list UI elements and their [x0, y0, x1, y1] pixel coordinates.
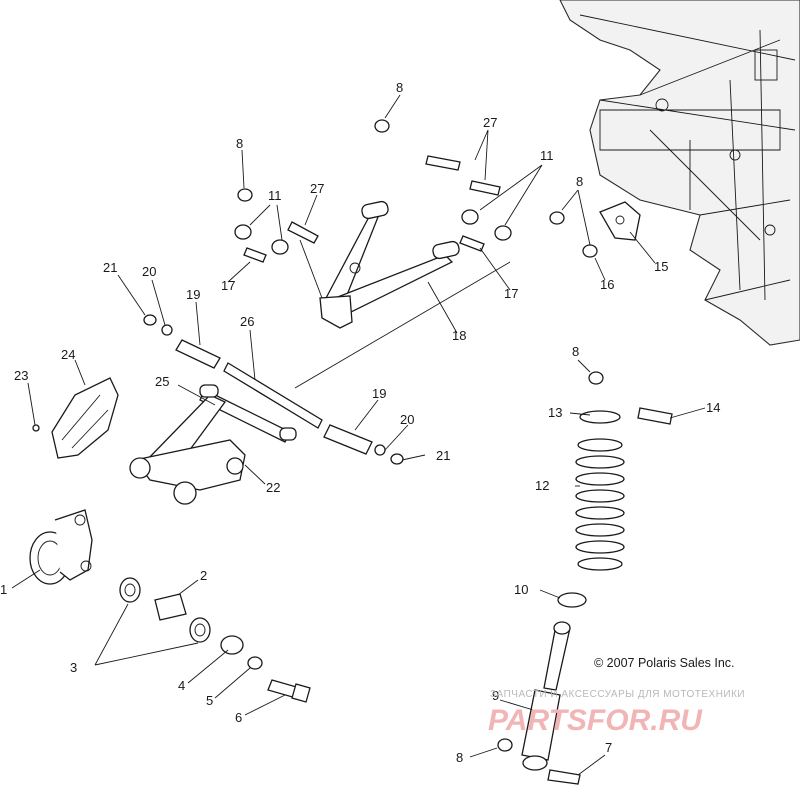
callout-labels: 1 2 3 4 5 6 7 8 8 8 8 8 9 10 11 11 12 13… [0, 80, 720, 765]
hardware [32, 119, 673, 785]
callout-10: 10 [514, 582, 528, 597]
callout-1: 1 [0, 582, 7, 597]
watermark-tagline: ЗАПЧАСТИ И АКСЕССУАРЫ ДЛЯ МОТОТЕХНИКИ [490, 689, 745, 700]
callout-23: 23 [14, 368, 28, 383]
callout-14: 14 [706, 400, 720, 415]
callout-26: 26 [240, 314, 254, 329]
copyright-text: © 2007 Polaris Sales Inc. [594, 656, 735, 670]
callout-8d: 8 [572, 344, 579, 359]
callout-24: 24 [61, 347, 75, 362]
bearing-stack [119, 577, 311, 703]
pivot-shaft [175, 339, 373, 455]
callout-19b: 19 [372, 386, 386, 401]
callout-13: 13 [548, 405, 562, 420]
callout-4: 4 [178, 678, 185, 693]
bearing-carrier [29, 509, 93, 585]
callout-27b: 27 [310, 181, 324, 196]
callout-25: 25 [155, 374, 169, 389]
callout-8e: 8 [456, 750, 463, 765]
skid-guard [51, 377, 119, 459]
callout-22: 22 [266, 480, 280, 495]
watermark-brand: PARTSFOR.RU [488, 704, 703, 737]
callout-16: 16 [600, 277, 614, 292]
leader-lines [11, 94, 706, 776]
callout-8c: 8 [576, 174, 583, 189]
callout-20b: 20 [400, 412, 414, 427]
callout-15: 15 [654, 259, 668, 274]
callout-21a: 21 [103, 260, 117, 275]
callout-3: 3 [70, 660, 77, 675]
callout-5: 5 [206, 693, 213, 708]
lower-a-arm [129, 384, 297, 505]
vehicle-frame [559, 0, 800, 346]
callout-20a: 20 [142, 264, 156, 279]
callout-2: 2 [200, 568, 207, 583]
callout-18: 18 [452, 328, 466, 343]
callout-8a: 8 [396, 80, 403, 95]
callout-21b: 21 [436, 448, 450, 463]
callout-27a: 27 [483, 115, 497, 130]
coil-spring [575, 438, 625, 571]
callout-6: 6 [235, 710, 242, 725]
callout-17a: 17 [221, 278, 235, 293]
callout-11a: 11 [268, 188, 282, 203]
callout-17b: 17 [504, 286, 518, 301]
callout-11b: 11 [540, 148, 554, 163]
upper-a-arm [319, 200, 460, 329]
callout-9: 9 [492, 688, 499, 703]
callout-7: 7 [605, 740, 612, 755]
callout-12: 12 [535, 478, 549, 493]
callout-8b: 8 [236, 136, 243, 151]
shock-absorber [521, 410, 625, 771]
callout-19a: 19 [186, 287, 200, 302]
